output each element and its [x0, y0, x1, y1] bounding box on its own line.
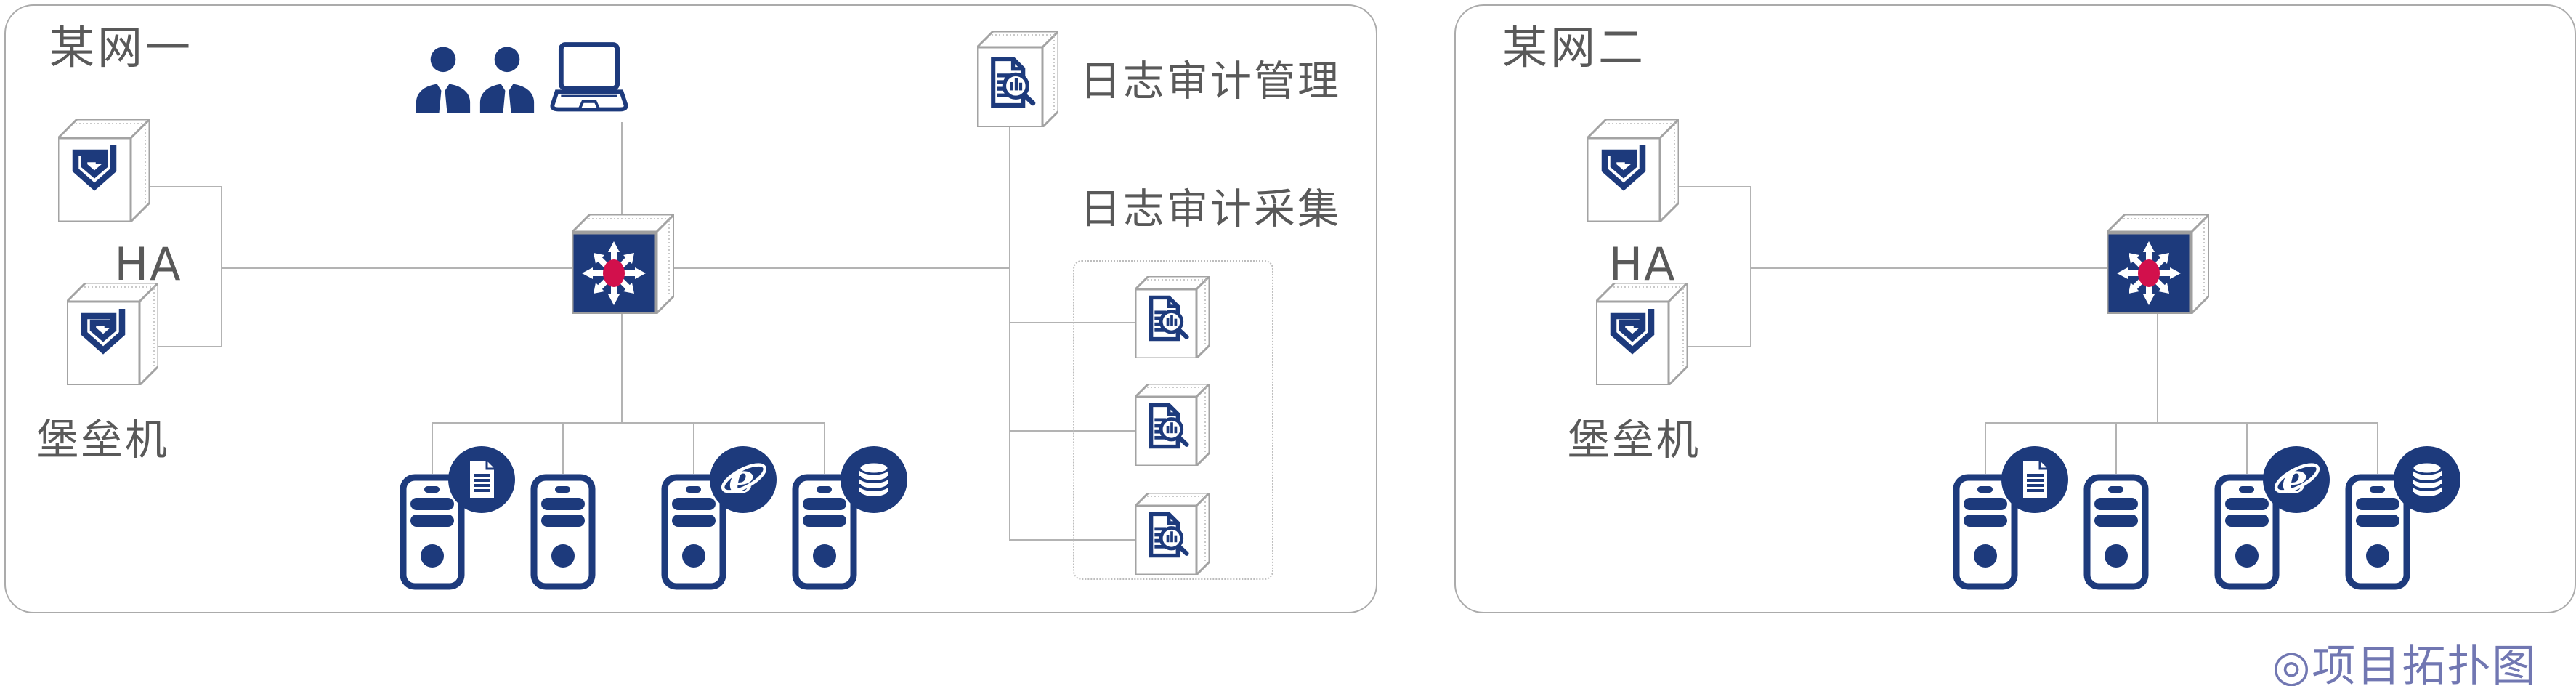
- database-badge-icon: [840, 445, 908, 514]
- connector-bastion2-bracket: [1688, 346, 1751, 347]
- log-audit-manage-label: 日志审计管理: [1080, 57, 1341, 105]
- connector-drop-server2: [562, 423, 564, 474]
- laptop-icon: [547, 41, 631, 113]
- log-audit-collector-icon: [1135, 384, 1210, 466]
- ha-label: HA: [114, 238, 182, 291]
- connector-switch-servers: [621, 314, 623, 423]
- bastion-host-icon: [1596, 283, 1688, 385]
- connector-drop-server1: [1985, 423, 1986, 474]
- connector-bastion1-bracket: [150, 186, 222, 187]
- connector-ha-bracket: [1750, 186, 1751, 347]
- log-audit-collect-group: [1073, 260, 1273, 580]
- connector-drop-server3: [2246, 423, 2248, 474]
- connector-switch-audit: [674, 267, 1010, 269]
- connector-users-switch: [621, 122, 623, 214]
- log-audit-manager-icon: [977, 31, 1058, 127]
- user-icon: [414, 45, 472, 113]
- connector-drop-server1: [432, 423, 433, 474]
- connector-bastion1-bracket: [1679, 186, 1751, 187]
- connector-drop-server2: [2115, 423, 2117, 474]
- log-audit-collector-icon: [1135, 493, 1210, 575]
- ie-browser-badge-icon: [709, 445, 777, 514]
- document-badge-icon: [447, 445, 516, 514]
- connector-bracket-switch: [222, 267, 572, 269]
- diagram-caption: ◎项目拓扑图: [2272, 641, 2537, 686]
- connector-switch-servers: [2157, 314, 2158, 423]
- log-audit-collect-label: 日志审计采集: [1080, 185, 1341, 233]
- bastion-label: 堡垒机: [1568, 415, 1701, 464]
- log-audit-collector-icon: [1135, 276, 1210, 358]
- switch-icon: [572, 214, 674, 314]
- connector-drop-server4: [824, 423, 825, 474]
- database-badge-icon: [2393, 445, 2461, 514]
- connector-collector1: [1010, 322, 1135, 323]
- connector-audit-trunk: [1009, 127, 1010, 541]
- ie-browser-badge-icon: [2262, 445, 2330, 514]
- switch-icon: [2107, 214, 2209, 314]
- connector-bracket-switch: [1751, 267, 2107, 269]
- bastion-host-icon: [67, 283, 158, 385]
- panel-two-title: 某网二: [1502, 21, 1647, 74]
- connector-server-bus: [1985, 422, 2378, 424]
- server-icon: [2083, 474, 2149, 590]
- ha-label: HA: [1608, 238, 1677, 291]
- connector-ha-bracket: [221, 186, 222, 347]
- server-icon: [530, 474, 596, 590]
- connector-collector3: [1010, 539, 1135, 541]
- document-badge-icon: [2001, 445, 2069, 514]
- user-icon: [478, 45, 536, 113]
- connector-drop-server4: [2377, 423, 2378, 474]
- bastion-host-icon: [1587, 119, 1679, 222]
- connector-bastion2-bracket: [158, 346, 222, 347]
- connector-server-bus: [432, 422, 825, 424]
- bastion-label: 堡垒机: [36, 415, 170, 464]
- connector-drop-server3: [693, 423, 694, 474]
- bastion-host-icon: [58, 119, 150, 222]
- connector-collector2: [1010, 430, 1135, 432]
- panel-one-title: 某网一: [49, 21, 194, 74]
